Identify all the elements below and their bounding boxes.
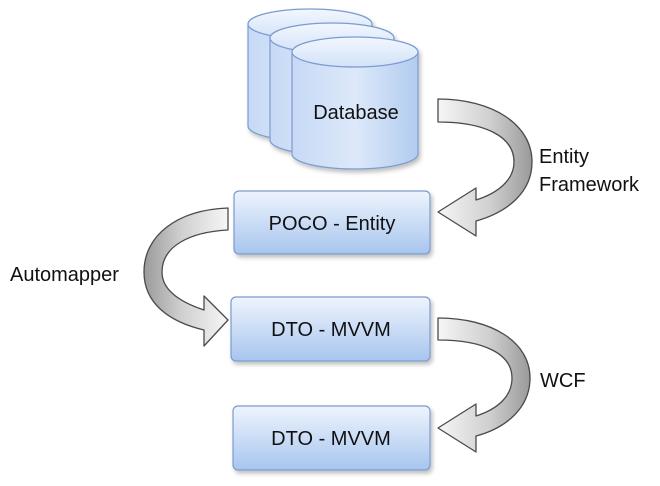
entity-framework-label-line1: Entity [539,146,589,168]
automapper-arrow [143,207,229,347]
entity-framework-arrow [437,98,533,237]
entity-framework-label-line2: Framework [539,174,640,196]
wcf-arrow [437,317,531,453]
dto-mvvm-node-2: DTO - MVVM [232,405,431,471]
poco-entity-node: POCO - Entity [233,190,431,255]
database-cylinder-front [291,36,419,170]
dto-mvvm-node-1: DTO - MVVM [230,296,431,362]
dto-mvvm-label-2: DTO - MVVM [271,428,391,450]
automapper-label: Automapper [10,264,119,286]
wcf-label: WCF [540,370,586,392]
database-icon [247,8,419,170]
dto-mvvm-label-1: DTO - MVVM [271,319,391,341]
poco-entity-label: POCO - Entity [269,213,396,235]
database-label: Database [313,102,399,124]
